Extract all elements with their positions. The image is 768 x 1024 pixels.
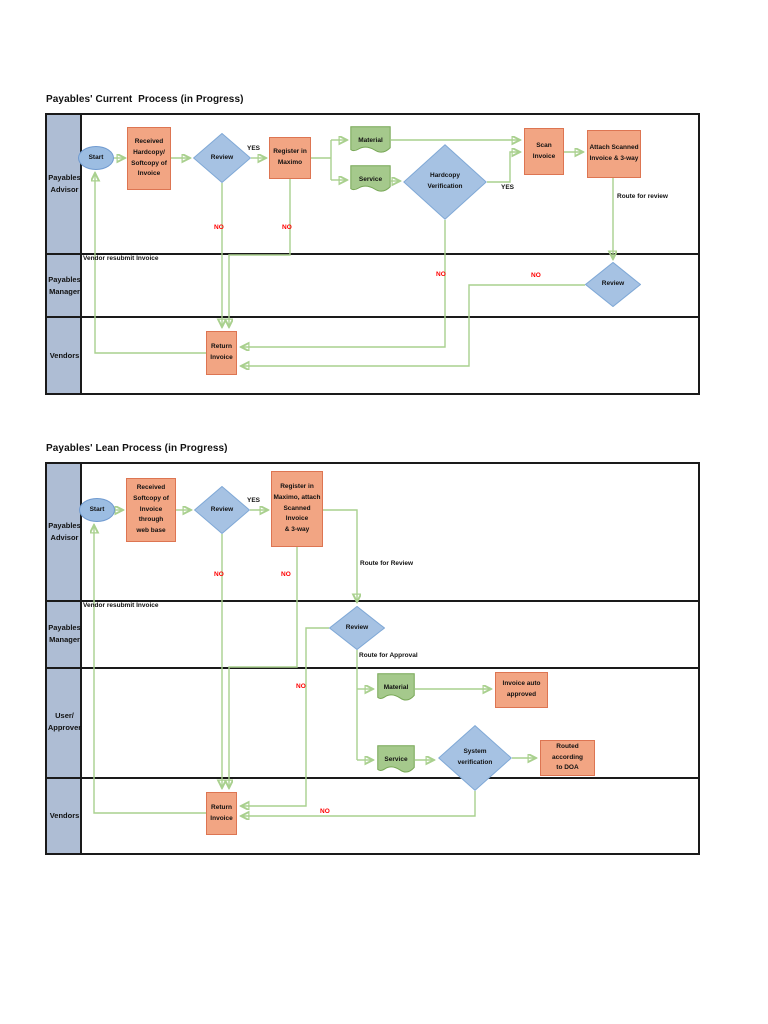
node-label: Hardcopy Verification xyxy=(427,172,463,190)
node-label: Service xyxy=(358,175,383,183)
node-label: Received Softcopy of Invoice through web… xyxy=(133,484,169,535)
diamond-shape xyxy=(438,725,512,791)
node-label: Material xyxy=(358,136,383,144)
node-start: Start xyxy=(79,498,115,522)
node-material-document: Material xyxy=(350,126,391,156)
node-label: Scan Invoice xyxy=(532,141,556,160)
lane-label-payables-advisor: Payables Advisor xyxy=(48,521,81,542)
node-label: Return Invoice xyxy=(210,343,233,361)
node-label: Register in Maximo xyxy=(273,148,307,166)
diagram1-title: Payables' Current Process (in Progress) xyxy=(46,94,244,105)
lane-label-user-approver: User/ Approver xyxy=(47,711,82,732)
node-received-softcopy: Received Softcopy of Invoice through web… xyxy=(126,478,176,542)
node-service-document: Service xyxy=(350,165,391,195)
note-vendor-resubmit: Vendor resubmit Invoice xyxy=(83,255,159,262)
diamond-shape xyxy=(403,144,487,220)
label-no-register: NO xyxy=(282,224,292,231)
label-route-for-approval: Route for Approval xyxy=(359,652,418,659)
node-label: Material xyxy=(383,684,409,692)
label-yes-review: YES xyxy=(247,497,261,504)
lane-separator xyxy=(47,600,698,602)
node-label: Return Invoice xyxy=(210,803,233,822)
node-label: Invoice auto approved xyxy=(502,680,541,698)
node-label: Routed according to DOA xyxy=(551,742,584,772)
label-no-manager-review: NO xyxy=(531,272,541,279)
lane-label-payables-manager: Payables Manager xyxy=(48,274,81,296)
node-return-invoice: Return Invoice xyxy=(206,331,237,375)
node-label: Received Hardcopy/ Softcopy of Invoice xyxy=(131,138,167,178)
node-label: Review xyxy=(601,280,625,288)
node-label: Register in Maximo, attach Scanned Invoi… xyxy=(273,483,321,534)
node-routed-doa: Routed according to DOA xyxy=(540,740,595,776)
document-shape xyxy=(350,165,391,195)
lane-label-vendors: Vendors xyxy=(49,350,80,360)
note-vendor-resubmit: Vendor resubmit Invoice xyxy=(83,602,159,609)
label-no-system-verification: NO xyxy=(320,808,330,815)
node-hardcopy-verification-decision: Hardcopy Verification xyxy=(403,144,487,220)
label-no-verification: NO xyxy=(436,271,446,278)
label-no-manager-review: NO xyxy=(296,683,306,690)
node-material-document: Material xyxy=(377,673,415,704)
node-review-decision: Review xyxy=(194,486,250,534)
node-received-invoice: Received Hardcopy/ Softcopy of Invoice xyxy=(127,127,171,190)
node-system-verification-decision: System verification xyxy=(438,725,512,791)
diamond-shape xyxy=(193,133,251,183)
document-shape xyxy=(377,673,415,704)
node-label: Review xyxy=(345,623,369,631)
node-register-maximo-attach: Register in Maximo, attach Scanned Invoi… xyxy=(271,471,323,547)
node-register-maximo: Register in Maximo xyxy=(269,137,311,179)
diagram2-lane-column xyxy=(47,464,82,853)
lane-label-payables-manager: Payables Manager xyxy=(48,622,81,644)
diamond-shape xyxy=(585,262,641,307)
node-label: Start xyxy=(89,505,105,513)
diamond-shape xyxy=(194,486,250,534)
lane-label-vendors: Vendors xyxy=(49,811,80,820)
node-return-invoice: Return Invoice xyxy=(206,792,237,835)
node-label: Start xyxy=(88,153,104,161)
diagram2-title: Payables' Lean Process (in Progress) xyxy=(46,443,228,454)
diamond-shape xyxy=(329,606,385,650)
node-label: Service xyxy=(384,756,408,764)
node-label: System verification xyxy=(457,748,493,766)
node-label: Review xyxy=(210,505,234,513)
document-shape xyxy=(377,745,415,776)
node-scan-invoice: Scan Invoice xyxy=(524,128,564,175)
lane-separator xyxy=(47,667,698,669)
node-review-decision: Review xyxy=(193,133,251,183)
label-no-review: NO xyxy=(214,571,224,578)
node-attach-scanned: Attach Scanned Invoice & 3-way xyxy=(587,130,641,178)
node-start: Start xyxy=(78,146,114,170)
node-label: Review xyxy=(210,153,234,161)
label-no-review: NO xyxy=(214,224,224,231)
document-shape xyxy=(350,126,391,156)
label-route-for-review: Route for review xyxy=(617,193,668,200)
node-manager-review-decision: Review xyxy=(585,262,641,307)
lane-label-payables-advisor: Payables Advisor xyxy=(48,173,81,194)
lane-separator xyxy=(47,777,698,779)
node-label: Attach Scanned Invoice & 3-way xyxy=(589,144,639,162)
label-route-for-review: Route for Review xyxy=(360,560,414,567)
label-no-register: NO xyxy=(281,571,291,578)
node-manager-review-decision: Review xyxy=(329,606,385,650)
node-service-document: Service xyxy=(377,745,415,776)
node-invoice-auto-approved: Invoice auto approved xyxy=(495,672,548,708)
label-yes-review: YES xyxy=(247,145,261,152)
label-yes-verification: YES xyxy=(501,184,515,191)
lane-separator xyxy=(47,316,698,318)
